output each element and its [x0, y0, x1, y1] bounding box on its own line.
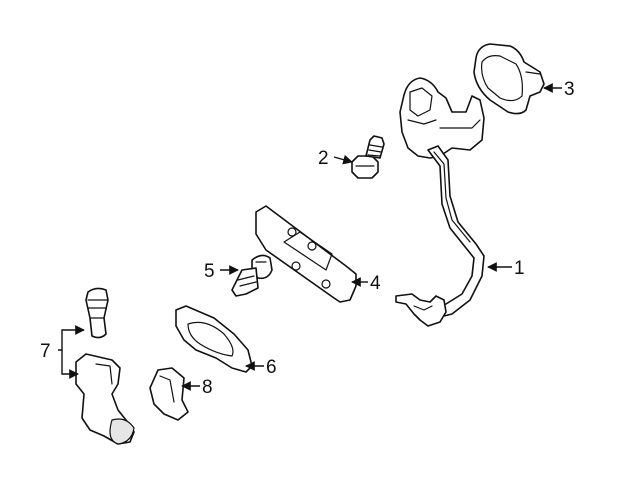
- callout-6: 6: [266, 357, 277, 378]
- part-1-bracket-tube: [395, 77, 485, 327]
- callout-7: 7: [40, 341, 51, 362]
- part-6-plate: [175, 305, 253, 373]
- callout-5: 5: [204, 261, 215, 282]
- callout-1: 1: [514, 258, 525, 279]
- part-7-sensor: [75, 353, 135, 445]
- callout-2: 2: [318, 148, 329, 169]
- part-4-gasket: [255, 205, 357, 303]
- callout-8: 8: [202, 377, 213, 398]
- callout-labels: 1 2 3 4 5 6 7 8: [40, 79, 575, 398]
- part-5-push-pin: [231, 254, 273, 297]
- part-2-bolt: [351, 135, 385, 179]
- part-3-grommet: [473, 43, 545, 115]
- part-7-connector: [85, 287, 109, 339]
- leader-lines: [58, 83, 562, 391]
- callout-4: 4: [370, 273, 381, 294]
- part-8-shield: [149, 367, 189, 421]
- callout-3: 3: [564, 79, 575, 100]
